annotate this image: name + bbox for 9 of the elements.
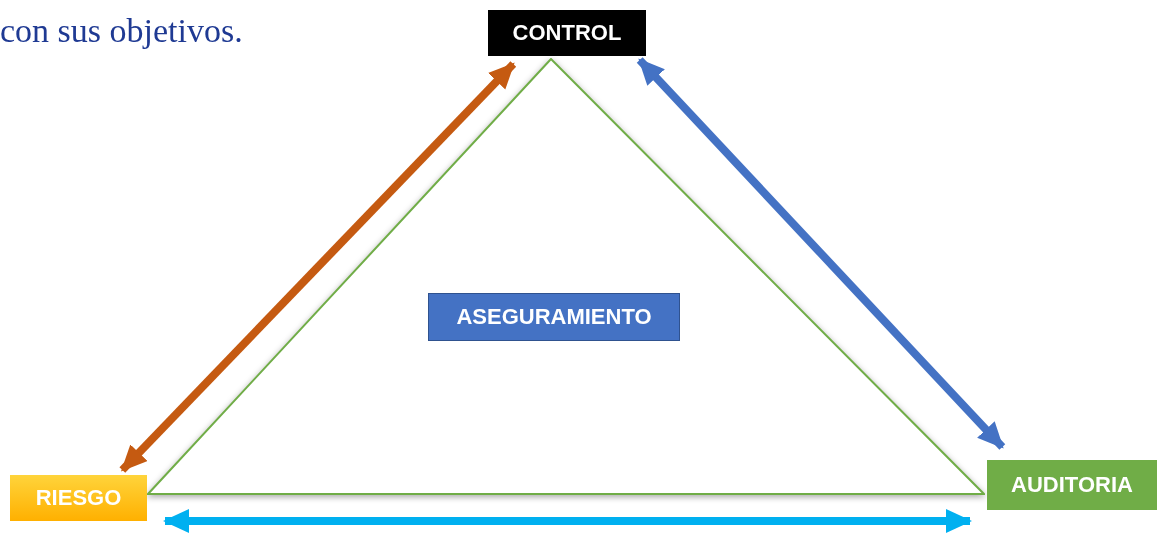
double-arrow [163,509,972,533]
process-box: ASEGURAMIENTO [428,293,680,341]
process-box: AUDITORIA [987,460,1157,510]
text-fragment: con sus objetivos. [0,12,243,50]
double-arrow [636,57,1006,450]
triangle-shape [147,58,985,495]
title-box: CONTROL [488,10,646,56]
process-box: RIESGO [10,475,147,521]
double-arrow [119,61,517,473]
